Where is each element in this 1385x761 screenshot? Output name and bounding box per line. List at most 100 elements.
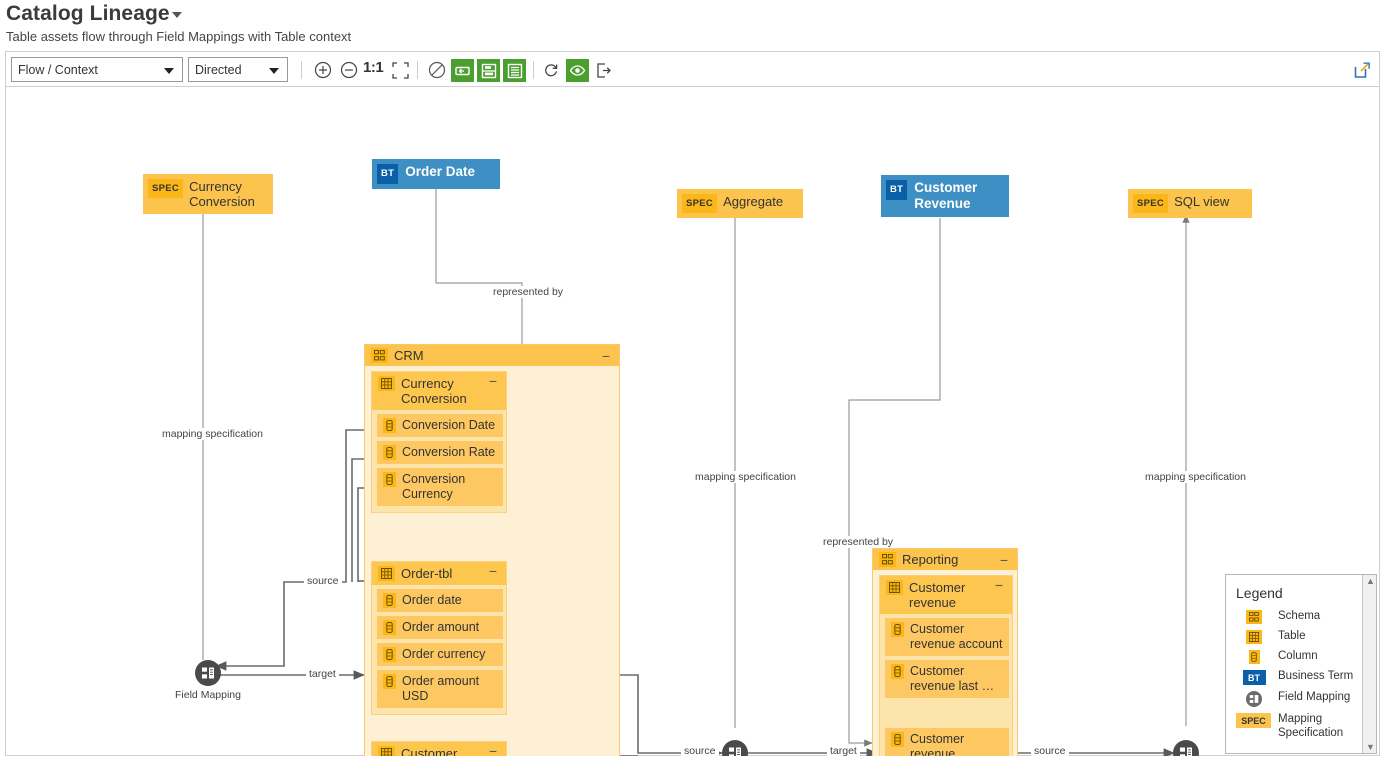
column-label: Customer revenue … (910, 732, 972, 756)
fit-to-screen-icon[interactable] (389, 59, 411, 81)
column-node-order-date[interactable]: Order date (377, 589, 503, 612)
table-header[interactable]: Currency Conversion − (372, 372, 506, 410)
zoom-reset-button[interactable]: 1:1 (363, 59, 384, 76)
title-caret-down-icon[interactable] (172, 12, 182, 18)
field-mapping-icon (729, 747, 741, 756)
eye-icon[interactable] (566, 59, 589, 82)
column-icon (383, 647, 396, 662)
layout-list-icon[interactable] (503, 59, 526, 82)
edge-label-source-1: source (304, 575, 342, 587)
column-node-conversion-date[interactable]: Conversion Date (377, 414, 503, 437)
legend-item-mapping-specification: SPEC Mapping Specification (1236, 712, 1368, 740)
zoom-in-icon[interactable] (312, 59, 334, 81)
table-node-currency-conversion[interactable]: Currency Conversion − Conversion Date (371, 371, 507, 513)
column-label: Conversion Rate (402, 445, 496, 459)
table-header[interactable]: Order-tbl − (372, 562, 506, 585)
spec-node-aggregate[interactable]: SPEC Aggregate (677, 189, 803, 218)
refresh-icon[interactable] (540, 59, 562, 81)
lineage-toolbar: Flow / Context Directed 1:1 (6, 52, 1379, 87)
column-icon (383, 674, 396, 689)
direction-value: Directed (195, 62, 242, 77)
edge-label-source-2: source (681, 745, 719, 756)
schema-node-reporting[interactable]: Reporting − Customer revenue − (872, 548, 1018, 756)
edge-label-mapping-specification-3: mapping specification (1142, 471, 1249, 483)
zoom-out-icon[interactable] (338, 59, 360, 81)
table-node-customer-revenue[interactable]: Customer revenue − Customer revenue acco… (879, 575, 1013, 756)
column-node-conversion-currency[interactable]: Conversion Currency (377, 468, 503, 506)
spec-node-currency-conversion[interactable]: SPEC Currency Conversion (143, 174, 273, 214)
column-node-customer-revenue-last[interactable]: Customer revenue last … (885, 660, 1009, 698)
table-node-customer[interactable]: Customer − Customer account (371, 741, 507, 756)
column-node-order-currency[interactable]: Order currency (377, 643, 503, 666)
page-subtitle: Table assets flow through Field Mappings… (6, 29, 352, 44)
layout-vertical-icon[interactable] (477, 59, 500, 82)
edge-label-target-2: target (827, 745, 860, 756)
lineage-canvas-frame: Flow / Context Directed 1:1 (5, 51, 1380, 756)
legend-key (1236, 609, 1272, 624)
chevron-up-icon[interactable]: ▲ (1366, 576, 1375, 586)
collapse-panel-icon[interactable] (451, 59, 474, 82)
collapse-toggle-icon[interactable]: − (999, 552, 1008, 568)
collapse-toggle-icon[interactable]: − (601, 348, 610, 364)
column-label: Order date (402, 593, 462, 607)
business-term-node-order-date[interactable]: BT Order Date (372, 159, 500, 189)
mapping-spec-icon: SPEC (1236, 713, 1271, 728)
legend-label: Schema (1278, 610, 1321, 622)
edge-label-represented-by-1: represented by (490, 286, 567, 298)
column-label: Order currency (402, 647, 486, 661)
column-icon (383, 593, 396, 608)
legend-key: SPEC (1236, 712, 1272, 728)
edge-label-mapping-specification-1: mapping specification (159, 428, 266, 440)
column-label: Order amount (402, 620, 480, 634)
column-node-order-amount-usd[interactable]: Order amount USD (377, 670, 503, 708)
legend-key (1236, 649, 1272, 664)
schema-header-crm[interactable]: CRM − (365, 345, 619, 366)
schema-icon (879, 552, 896, 567)
column-icon (383, 620, 396, 635)
direction-select[interactable]: Directed (188, 57, 288, 82)
column-icon (891, 622, 904, 637)
legend-scrollbar[interactable]: ▲ ▼ (1362, 575, 1376, 753)
legend-label: Table (1278, 630, 1306, 642)
column-icon (383, 418, 396, 433)
edge-label-target-1: target (306, 668, 339, 680)
field-mapping-node-1[interactable] (195, 660, 221, 686)
business-term-node-customer-revenue[interactable]: BT Customer Revenue (881, 175, 1009, 217)
column-node-customer-revenue-account[interactable]: Customer revenue account (885, 618, 1009, 656)
legend-key (1236, 690, 1272, 707)
schema-node-crm[interactable]: CRM − Currency Conversion − (364, 344, 620, 756)
flow-context-select[interactable]: Flow / Context (11, 57, 183, 82)
column-node-customer-revenue-other[interactable]: Customer revenue … (885, 728, 1009, 756)
legend-label: Column (1278, 650, 1318, 662)
table-node-order-tbl[interactable]: Order-tbl − Order date Order amount (371, 561, 507, 715)
toolbar-divider (417, 61, 418, 79)
table-icon (1246, 630, 1262, 644)
collapse-toggle-icon[interactable]: − (488, 563, 497, 579)
column-label: Conversion Date (402, 418, 496, 432)
table-header[interactable]: Customer − (372, 742, 506, 756)
table-name: Currency Conversion (401, 376, 467, 406)
column-node-order-amount[interactable]: Order amount (377, 616, 503, 639)
collapse-toggle-icon[interactable]: − (488, 373, 497, 389)
field-mapping-icon (202, 667, 214, 679)
caret-down-icon (269, 68, 279, 74)
column-node-conversion-rate[interactable]: Conversion Rate (377, 441, 503, 464)
spec-badge: SPEC (148, 179, 184, 198)
export-icon[interactable] (592, 59, 614, 81)
field-mapping-node-3[interactable] (1173, 740, 1199, 756)
chevron-down-icon[interactable]: ▼ (1366, 742, 1375, 752)
business-term-icon: BT (1242, 670, 1266, 685)
table-header[interactable]: Customer revenue − (880, 576, 1012, 614)
business-term-label: Customer Revenue (914, 180, 978, 211)
spec-node-sql-view[interactable]: SPEC SQL view (1128, 189, 1252, 218)
schema-header-reporting[interactable]: Reporting − (873, 549, 1017, 570)
popout-window-icon[interactable] (1351, 59, 1373, 81)
no-filter-icon[interactable] (426, 59, 448, 81)
column-icon (891, 664, 904, 679)
field-mapping-node-2[interactable] (722, 740, 748, 756)
collapse-toggle-icon[interactable]: − (994, 577, 1003, 593)
collapse-toggle-icon[interactable]: − (488, 743, 497, 757)
lineage-graph[interactable]: SPEC Currency Conversion SPEC Aggregate … (6, 88, 1379, 756)
edge-label-source-3: source (1031, 745, 1069, 756)
